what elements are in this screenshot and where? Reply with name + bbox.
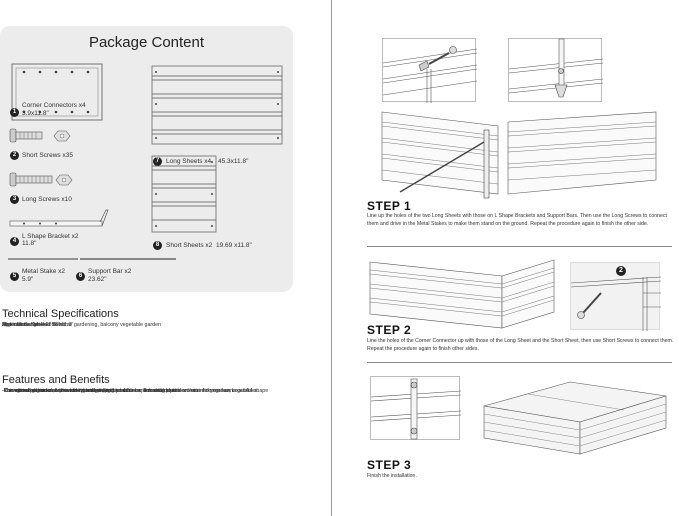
short-screw-illustration [9, 128, 71, 143]
part-4-name: L Shape Bracket x2 [22, 233, 79, 240]
part-5-size: 5.9" [22, 276, 34, 283]
step3-text: Finish the installation. [367, 473, 417, 479]
step1-assembly-illustration [381, 111, 657, 199]
feature-item: -Corrosion resistance, water saving and … [2, 388, 269, 394]
part-6-size: 23.62" [88, 276, 107, 283]
page-divider [331, 0, 332, 516]
features-title: Features and Benefits [2, 374, 110, 386]
feature-item: -Corrugated galvanized sheet elevated ga… [2, 388, 235, 394]
l-bracket-illustration [9, 209, 109, 227]
part-3-name: Long Screws x10 [22, 196, 72, 203]
part-3-number: 3 [10, 195, 19, 204]
step2-callout-number: 2 [619, 267, 623, 274]
step1-separator [367, 246, 672, 247]
corner-connector-illustration [11, 63, 103, 121]
long-sheet-illustration [151, 65, 283, 145]
part-7-number: 7 [153, 157, 162, 166]
spec-dimensions: Dimensions: 94.4x23.62x11.8" [2, 322, 74, 328]
part-5-number: 5 [10, 272, 19, 281]
step1-text: Line up the holes of the two Long Sheets… [367, 213, 667, 227]
part-2-number: 2 [10, 151, 19, 160]
part-8-name: Short Sheets x2 [166, 242, 213, 249]
feature-item: -This elevated garden bed is ideal for d… [2, 388, 259, 394]
part-6-name: Support Bar x2 [88, 268, 132, 275]
part-5-name: Metal Stake x2 [22, 268, 65, 275]
package-title: Package Content [88, 34, 205, 51]
specs-title: Technical Specifications [2, 308, 119, 320]
package-content-panel: Package Content 1 Corner Connectors x4 3… [0, 26, 293, 292]
part-4-number: 4 [10, 237, 19, 246]
part-2-name: Short Screws x35 [22, 152, 73, 159]
step3-detail-illustration [370, 376, 462, 440]
part-8-number: 8 [153, 241, 162, 250]
part-8-size: 19.69 x11.8" [216, 242, 252, 249]
part-6-number: 6 [76, 272, 85, 281]
step3-title: STEP 3 [367, 458, 412, 472]
step1-title: STEP 1 [367, 199, 412, 213]
step3-finished-bed-illustration [483, 381, 667, 455]
feature-item: -Prevent soil erosion and weeds to ensur… [2, 388, 132, 394]
part-1-name: Corner Connectors x4 [22, 102, 86, 109]
feature-item: -The raised pattern also prevents pests … [2, 388, 180, 394]
long-screw-illustration [9, 172, 73, 187]
spec-application: Application: Suitable for home gardening… [2, 322, 162, 328]
step1-detail-screw-illustration [382, 38, 478, 103]
part-1-number: 1 [10, 108, 19, 117]
step1-detail-bracket-illustration [508, 38, 604, 102]
step2-separator [367, 362, 672, 363]
step2-detail-illustration: 2 [570, 262, 662, 331]
part-1-size: 3.9x11.8" [22, 110, 49, 117]
step2-assembly-illustration [369, 259, 555, 329]
metal-stake-illustration [8, 258, 78, 260]
step2-text: Line the holes of the Corner Connector u… [367, 338, 674, 352]
spec-style: Style: Rectangle [2, 322, 41, 328]
step2-title: STEP 2 [367, 323, 412, 337]
spec-material: Material: Galvanised Sheet [2, 322, 66, 328]
short-sheet-illustration [151, 155, 217, 233]
part-4-size: 11.8" [22, 240, 37, 247]
support-bar-illustration [80, 258, 176, 260]
part-7-name: Long Sheets x4 [166, 158, 212, 165]
part-7-size: 45.3x11.8" [218, 158, 249, 165]
